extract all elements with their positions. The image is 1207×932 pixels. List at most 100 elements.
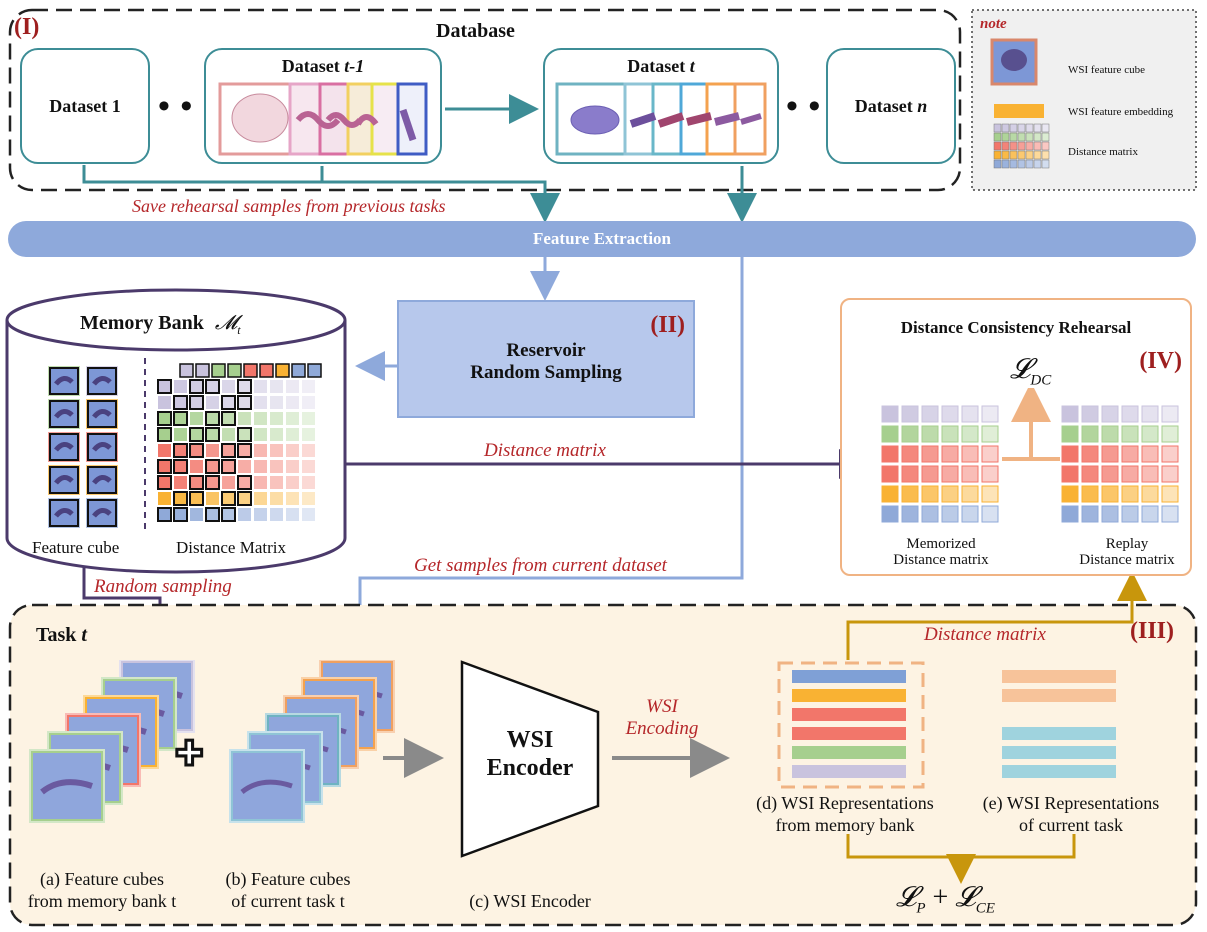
matrix-cell <box>286 428 299 441</box>
dcr-title: Distance Consistency Rehearsal <box>900 318 1132 337</box>
matrix-cell <box>270 476 283 489</box>
matrix-cell <box>205 427 220 442</box>
dataset-1-label: Dataset 1 <box>49 96 121 116</box>
matrix-cell <box>286 380 299 393</box>
dcr-matrix-cell <box>961 465 979 483</box>
memory-rep-bar <box>792 670 906 683</box>
reservoir-line1: Reservoir <box>506 340 586 361</box>
dcr-matrix-cell <box>1121 405 1139 423</box>
matrix-cell <box>173 491 188 506</box>
dcr-matrix-cell <box>921 485 939 503</box>
dcr-matrix-cell <box>1161 485 1179 503</box>
note-matrix-cell <box>1025 141 1034 151</box>
current-rep-bar <box>1002 727 1116 740</box>
matrix-cell <box>189 427 204 442</box>
matrix-cell <box>222 380 235 393</box>
matrix-cell <box>270 412 283 425</box>
dataset-n-box: Dataset n <box>826 48 956 164</box>
matrix-cell <box>237 475 252 490</box>
note-matrix-cell <box>1017 123 1026 133</box>
distance-matrix-arrow-label: Distance matrix <box>484 440 606 461</box>
note-label-matrix: Distance matrix <box>1068 146 1138 158</box>
matrix-cell <box>254 476 267 489</box>
feature-cube <box>49 466 79 494</box>
dataset-tminus1-box: Dataset t-1 <box>204 48 442 164</box>
matrix-cell <box>254 396 267 409</box>
matrix-cell <box>190 412 203 425</box>
dcr-matrix-cell <box>1081 485 1099 503</box>
dcr-matrix-cell <box>881 425 899 443</box>
matrix-cell <box>189 379 204 394</box>
dcr-matrix-cell <box>921 445 939 463</box>
matrix-cell <box>157 427 172 442</box>
dcr-roman-label: (IV) <box>1139 348 1182 374</box>
dcr-matrix-cell <box>941 405 959 423</box>
note-matrix-cell <box>1041 123 1050 133</box>
tissue-mark <box>92 442 112 452</box>
current-rep-bar <box>1002 670 1116 683</box>
matrix-cell <box>205 411 220 426</box>
note-matrix-cell <box>993 159 1002 169</box>
matrix-cell <box>221 459 236 474</box>
dcr-matrix-cell <box>921 465 939 483</box>
dcr-matrix-cell <box>881 445 899 463</box>
dataset-t-label: Dataset t <box>627 56 695 76</box>
matrix-cell <box>270 460 283 473</box>
dcr-matrix-cell <box>961 485 979 503</box>
feature-cube-label: Feature cube <box>32 538 120 557</box>
note-matrix-cell <box>993 132 1002 142</box>
matrix-cell <box>157 459 172 474</box>
note-matrix-cell <box>1033 159 1042 169</box>
dcr-matrix-cell <box>1121 465 1139 483</box>
dcr-matrix-cell <box>961 505 979 523</box>
wsi-encoder-shape <box>460 660 600 858</box>
random-sampling-label: Random sampling <box>94 576 232 597</box>
matrix-cell <box>173 443 188 458</box>
dcr-matrix-cell <box>1101 485 1119 503</box>
note-matrix-cell <box>993 150 1002 160</box>
dcr-matrix-cell <box>1141 425 1159 443</box>
matrix-cell <box>157 475 172 490</box>
dcr-matrix-cell <box>941 465 959 483</box>
matrix-cell <box>237 443 252 458</box>
dcr-matrix-cell <box>961 405 979 423</box>
matrix-header-cell <box>211 363 226 378</box>
dcr-matrix-cell <box>1101 465 1119 483</box>
matrix-cell <box>302 380 315 393</box>
dcr-matrix-cell <box>1081 445 1099 463</box>
reservoir-roman-label: (II) <box>650 312 685 338</box>
note-matrix-cell <box>1041 150 1050 160</box>
tissue-mark <box>54 409 74 419</box>
tissue-mark <box>54 442 74 452</box>
wsi-feature-embedding-icon <box>994 104 1044 118</box>
feature-cube <box>87 400 117 428</box>
matrix-cell <box>238 508 251 521</box>
matrix-cell <box>302 428 315 441</box>
database-frame <box>8 8 962 192</box>
note-matrix-cell <box>1009 150 1018 160</box>
matrix-cell <box>302 460 315 473</box>
dcr-matrix-cell <box>981 445 999 463</box>
current-feature-cube-stack <box>229 660 395 823</box>
note-matrix-cell <box>1001 123 1010 133</box>
matrix-header-cell <box>259 363 274 378</box>
distance-matrix-gold-label: Distance matrix <box>924 624 1046 645</box>
matrix-cell <box>173 411 188 426</box>
dcr-matrix-cell <box>1061 425 1079 443</box>
matrix-cell <box>206 444 219 457</box>
dcr-matrix-cell <box>1061 505 1079 523</box>
dcr-matrix-cell <box>901 465 919 483</box>
note-matrix-cell <box>1017 150 1026 160</box>
dcr-matrix-cell <box>921 505 939 523</box>
matrix-cell <box>238 460 251 473</box>
dcr-matrix-cell <box>941 485 959 503</box>
matrix-cell <box>174 476 187 489</box>
memory-rep-bar <box>792 727 906 740</box>
tissue-mark <box>54 508 74 518</box>
matrix-cell <box>270 444 283 457</box>
dcr-matrix-cell <box>1161 405 1179 423</box>
